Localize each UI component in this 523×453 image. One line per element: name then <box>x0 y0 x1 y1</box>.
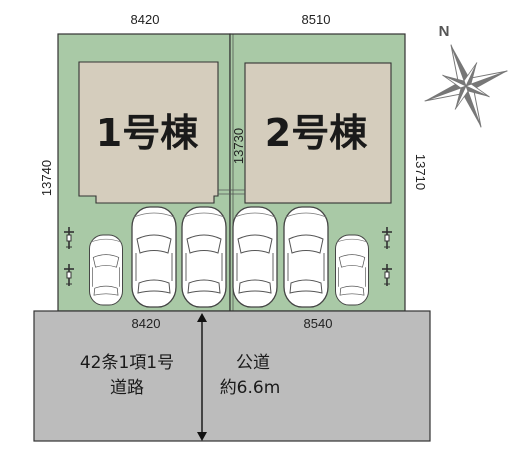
road <box>33 310 431 442</box>
shared-depth: 13730 <box>231 128 246 164</box>
lot-2-right-depth: 13710 <box>413 154 428 190</box>
lot-1-left-depth: 13740 <box>39 160 54 196</box>
lot-1-top-width: 8420 <box>131 12 160 27</box>
road-width-arrow <box>197 313 207 441</box>
building-1-label: 1号棟 <box>96 111 199 155</box>
car-icon <box>232 206 278 308</box>
building-2 <box>244 62 392 204</box>
car-icon <box>131 206 177 308</box>
road-width-label: 約6.6m <box>220 378 281 398</box>
compass-north-label: N <box>439 23 450 40</box>
road-type-line1: 42条1項1号 <box>80 353 174 373</box>
lot-2-bottom-width: 8540 <box>304 316 333 331</box>
car-icon <box>89 234 123 306</box>
building-2-label: 2号棟 <box>265 111 368 155</box>
road-type-line2: 道路 <box>110 378 144 398</box>
road-name: 公道 <box>236 353 270 373</box>
compass-rose-icon <box>424 44 508 128</box>
car-icon <box>181 206 227 308</box>
car-icon <box>335 234 369 306</box>
building-1 <box>78 61 219 204</box>
lot-2-top-width: 8510 <box>302 12 331 27</box>
lot-1-bottom-width: 8420 <box>132 316 161 331</box>
car-icon <box>283 206 329 308</box>
